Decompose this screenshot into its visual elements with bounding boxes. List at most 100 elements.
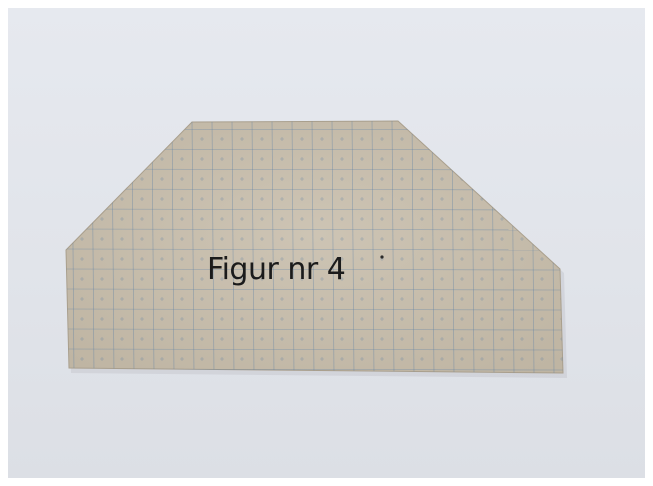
grid-cross xyxy=(400,137,404,141)
grid-cross xyxy=(500,257,504,261)
grid-cross xyxy=(100,177,104,181)
grid-cross xyxy=(260,217,264,221)
grid-cross xyxy=(200,237,204,241)
grid-cross xyxy=(300,197,304,201)
grid-cross xyxy=(380,317,384,321)
grid-cross xyxy=(300,357,304,361)
grid-cross xyxy=(540,177,544,181)
grid-cross xyxy=(440,197,444,201)
grid-cross xyxy=(280,277,284,281)
grid-cross xyxy=(280,357,284,361)
grid-cross xyxy=(260,197,264,201)
grid-cross xyxy=(100,157,104,161)
grid-cross xyxy=(240,317,244,321)
grid-cross xyxy=(100,277,104,281)
grid-cross xyxy=(500,277,504,281)
grid-line-vertical xyxy=(291,121,295,373)
grid-cross xyxy=(300,317,304,321)
grid-cross xyxy=(500,297,504,301)
grid-cross xyxy=(560,237,563,241)
grid-cross xyxy=(540,337,544,341)
grid-cross xyxy=(320,317,324,321)
grid-cross xyxy=(220,357,224,361)
grid-line-vertical xyxy=(311,121,315,373)
grid-cross xyxy=(180,217,184,221)
grid-cross xyxy=(160,157,164,161)
grid-cross xyxy=(420,257,424,261)
grid-cross xyxy=(380,137,384,141)
grid-cross xyxy=(80,317,84,321)
ink-dot xyxy=(380,255,384,259)
grid-cross xyxy=(220,297,224,301)
grid-cross xyxy=(420,297,424,301)
grid-cross xyxy=(280,197,284,201)
grid-cross xyxy=(560,197,563,201)
grid-cross xyxy=(360,257,364,261)
grid-cross xyxy=(340,297,344,301)
grid-cross xyxy=(260,177,264,181)
grid-cross xyxy=(440,297,444,301)
grid-cross xyxy=(240,197,244,201)
grid-cross xyxy=(260,237,264,241)
grid-cross xyxy=(240,297,244,301)
grid-cross xyxy=(120,157,124,161)
grid-cross xyxy=(260,337,264,341)
grid-cross xyxy=(460,257,464,261)
grid-cross xyxy=(460,317,464,321)
grid-cross xyxy=(480,297,484,301)
grid-cross xyxy=(100,217,104,221)
grid-cross xyxy=(80,297,84,301)
grid-cross xyxy=(300,337,304,341)
grid-cross xyxy=(220,137,224,141)
grid-cross xyxy=(240,157,244,161)
grid-cross xyxy=(440,137,444,141)
grid-cross xyxy=(180,297,184,301)
grid-cross xyxy=(240,337,244,341)
grid-cross xyxy=(120,257,124,261)
grid-cross xyxy=(320,137,324,141)
grid-cross xyxy=(180,137,184,141)
grid-cross xyxy=(360,217,364,221)
grid-cross xyxy=(340,177,344,181)
grid-cross xyxy=(480,317,484,321)
grid-cross xyxy=(220,277,224,281)
grid-cross xyxy=(220,217,224,221)
grid-line-vertical xyxy=(231,121,235,373)
grid-cross xyxy=(360,357,364,361)
grid-cross xyxy=(380,337,384,341)
grid-cross xyxy=(240,177,244,181)
grid-cross xyxy=(340,157,344,161)
grid-cross xyxy=(540,157,544,161)
grid-cross xyxy=(520,277,524,281)
grid-cross xyxy=(400,217,404,221)
grid-line-horizontal xyxy=(66,228,563,231)
grid-cross xyxy=(200,357,204,361)
grid-cross xyxy=(400,177,404,181)
grid-cross xyxy=(520,177,524,181)
grid-cross xyxy=(180,257,184,261)
grid-cross xyxy=(100,137,104,141)
grid-cross xyxy=(320,297,324,301)
grid-cross xyxy=(480,277,484,281)
grid-cross xyxy=(520,317,524,321)
grid-line-vertical xyxy=(411,121,415,373)
grid-cross xyxy=(260,357,264,361)
grid-cross xyxy=(440,217,444,221)
grid-cross xyxy=(540,317,544,321)
grid-cross xyxy=(180,277,184,281)
grid-cross xyxy=(120,357,124,361)
grid-cross xyxy=(380,177,384,181)
grid-cross xyxy=(540,137,544,141)
grid-cross xyxy=(360,157,364,161)
grid-cross xyxy=(360,197,364,201)
grid-cross xyxy=(500,157,504,161)
grid-cross xyxy=(540,257,544,261)
grid-cross xyxy=(260,257,264,261)
grid-line-horizontal xyxy=(66,268,563,271)
grid-cross xyxy=(480,237,484,241)
grid-cross xyxy=(420,277,424,281)
grid-cross xyxy=(180,357,184,361)
grid-cross xyxy=(560,137,563,141)
grid-line-vertical xyxy=(171,121,175,373)
grid-cross xyxy=(420,237,424,241)
